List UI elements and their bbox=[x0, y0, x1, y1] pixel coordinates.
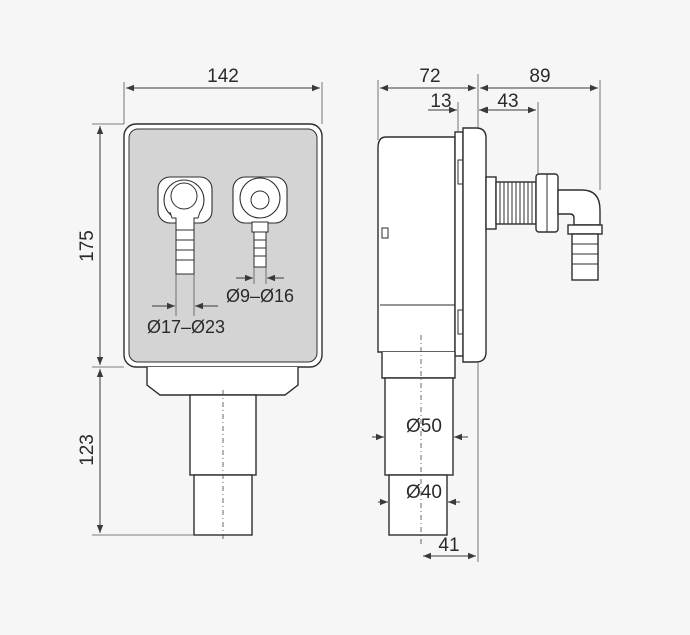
dim-height-lower-label: 123 bbox=[77, 434, 98, 466]
dim-width-label: 142 bbox=[207, 66, 239, 87]
dim-right-outlet-label: Ø9–Ø16 bbox=[226, 286, 294, 306]
side-flange bbox=[454, 131, 464, 357]
side-drain-pipe-lower bbox=[388, 474, 448, 536]
side-cover-plate bbox=[462, 127, 487, 363]
side-hose-tail bbox=[571, 233, 599, 281]
side-view: 72 89 13 43 Ø50 Ø40 41 bbox=[372, 66, 603, 562]
dim-spigot-label: 43 bbox=[497, 91, 518, 112]
side-spigot-nut bbox=[485, 176, 497, 230]
dim-height-upper-label: 175 bbox=[77, 230, 98, 262]
side-drain-pipe-upper bbox=[384, 377, 454, 476]
dim-pipe-upper-label: Ø50 bbox=[406, 416, 442, 437]
side-elbow bbox=[557, 189, 601, 226]
front-drain-body bbox=[146, 367, 299, 396]
left-outlet bbox=[157, 176, 213, 275]
dim-bottom-offset-label: 41 bbox=[438, 535, 459, 556]
dim-projection-label: 89 bbox=[529, 66, 550, 87]
dim-offset-label: 13 bbox=[430, 91, 451, 112]
front-view: 142 175 123 Ø17–Ø23 Ø9–Ø16 bbox=[77, 66, 323, 540]
side-housing bbox=[377, 136, 456, 353]
side-drain-neck bbox=[381, 352, 456, 379]
right-outlet bbox=[232, 176, 288, 268]
dim-depth-label: 72 bbox=[419, 66, 440, 87]
dim-left-outlet-label: Ø17–Ø23 bbox=[147, 317, 225, 337]
dim-pipe-lower-label: Ø40 bbox=[406, 482, 442, 503]
